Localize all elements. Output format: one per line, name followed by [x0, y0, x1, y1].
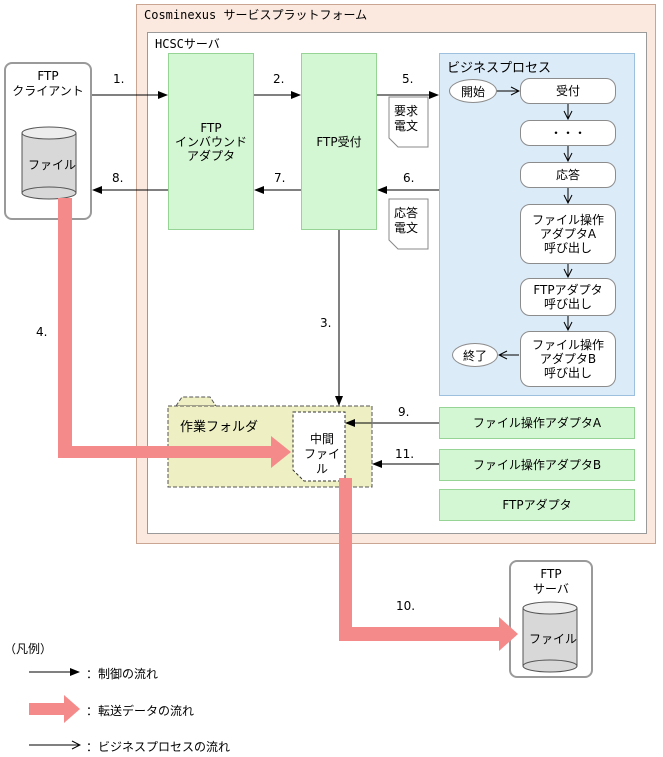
bp-step-receive: 受付 [520, 78, 616, 104]
request-message-icon [388, 96, 429, 148]
bp-end: 終了 [452, 343, 498, 367]
request-message-label: 要求 電文 [394, 104, 419, 133]
arrow-label-3: 3. [320, 316, 332, 330]
legend-control-label: ：制御の流れ [86, 667, 159, 681]
work-folder-title: 作業フォルダ [180, 420, 259, 435]
hcsc-title: HCSCサーバ [155, 37, 220, 51]
bp-step-call-file-adapter-b: ファイル操作 アダプタB 呼び出し [520, 331, 616, 387]
arrow-label-2: 2. [273, 72, 285, 86]
arrow-label-5: 5. [402, 72, 414, 86]
ftp-client-title: FTP クライアント [12, 69, 84, 98]
platform-title: Cosminexus サービスプラットフォーム [144, 8, 368, 22]
arrow-label-7: 7. [274, 171, 286, 185]
arrow-label-11: 11. [395, 447, 415, 461]
arrow-label-9: 9. [398, 405, 410, 419]
intermediate-file-icon [292, 411, 346, 482]
response-message-label: 応答 電文 [394, 206, 419, 235]
ftp-inbound-adapter: FTP インバウンド アダプタ [168, 53, 254, 230]
server-file-cylinder-icon [522, 601, 578, 673]
legend-title: （凡例） [4, 642, 53, 656]
arrow-label-8: 8. [112, 171, 124, 185]
arrow-label-10: 10. [396, 599, 416, 613]
bp-start: 開始 [449, 79, 497, 103]
bp-step-ellipsis: ・・・ [520, 120, 616, 146]
legend-transfer-label: ：転送データの流れ [86, 704, 195, 718]
response-message-icon [388, 198, 429, 250]
arrow-label-1: 1. [113, 72, 125, 86]
ftp-adapter: FTPアダプタ [439, 489, 635, 521]
legend-transfer-arrow [29, 695, 80, 723]
intermediate-file-label: 中間 ファイル [303, 432, 340, 476]
legend-process-label: ：ビジネスプロセスの流れ [86, 740, 231, 754]
client-file-cylinder-icon [21, 126, 77, 200]
transfer-arrow-10 [339, 478, 518, 651]
arrow-label-4: 4. [36, 325, 48, 339]
ftp-server-title: FTP サーバ [533, 567, 569, 596]
bp-step-call-file-adapter-a: ファイル操作 アダプタA 呼び出し [520, 204, 616, 264]
file-operation-adapter-a: ファイル操作アダプタA [439, 407, 635, 439]
file-operation-adapter-b: ファイル操作アダプタB [439, 449, 635, 481]
client-file-label: ファイル [28, 158, 77, 172]
ftp-receive: FTP受付 [301, 53, 377, 230]
bp-flow-arrows [497, 91, 568, 355]
business-process-title: ビジネスプロセス [447, 61, 552, 76]
arrow-label-6: 6. [403, 171, 415, 185]
bp-step-call-ftp-adapter: FTPアダプタ 呼び出し [520, 278, 616, 316]
server-file-label: ファイル [529, 632, 578, 646]
bp-step-respond: 応答 [520, 162, 616, 188]
